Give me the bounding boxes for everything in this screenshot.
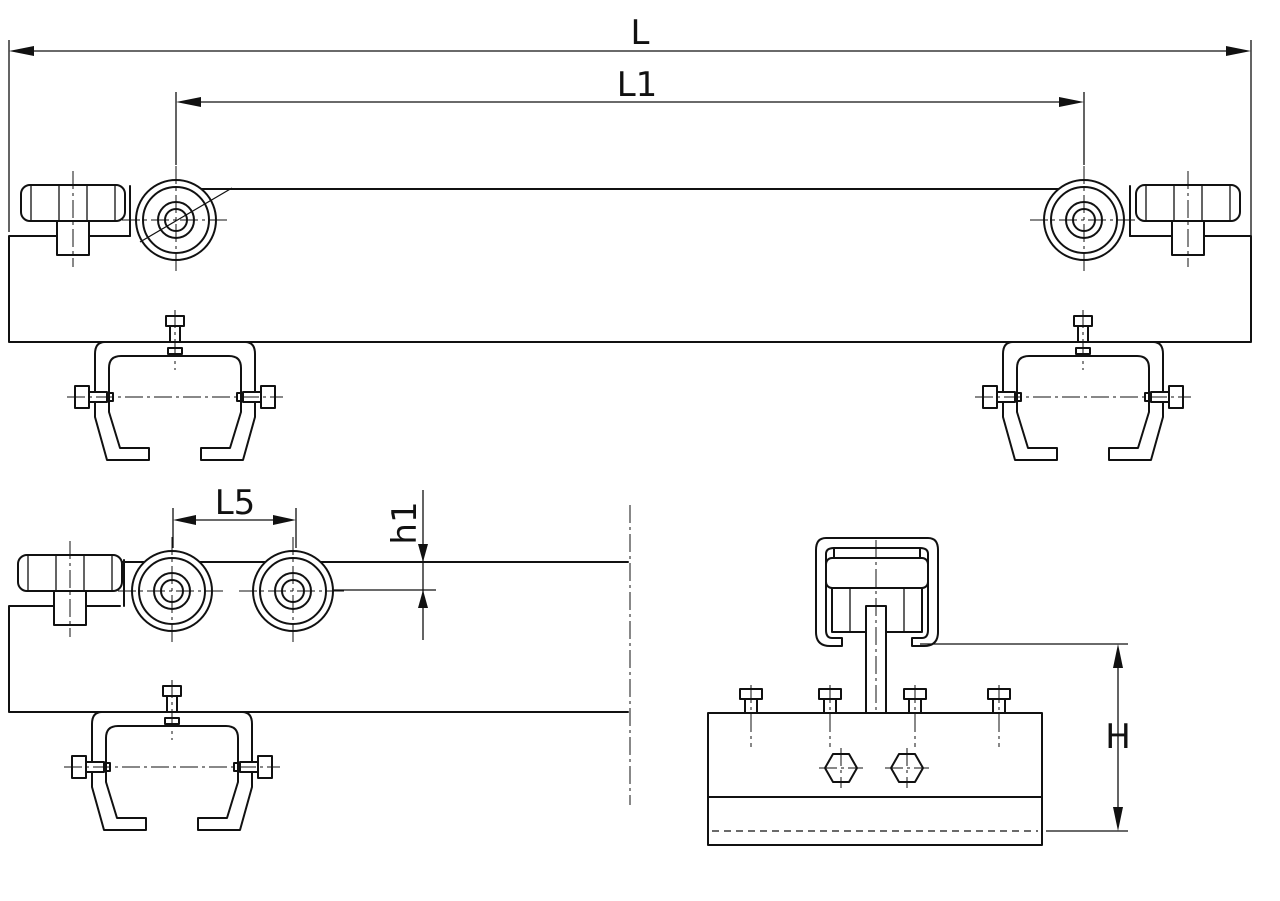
dimension-label-H: H [1105,717,1131,757]
dimension-label-L5: L5 [215,483,256,523]
guide-roller-right [1135,170,1241,268]
guide-roller-left [20,170,126,268]
front-view: H [707,537,1131,846]
dimension-label-L1: L1 [617,65,658,105]
detail-view: L5 h1 [8,483,631,831]
top-view: L L1 [8,13,1252,461]
clamp-bracket-left [66,309,284,461]
dimension-L: L [8,13,1252,236]
wheel-detail-1 [117,536,227,646]
carrier-beam [8,235,1252,343]
clamp-block [707,712,1043,846]
dimension-L5: L5 [172,483,297,548]
clamp-bracket-detail [63,679,281,831]
guide-roller-detail [17,540,123,638]
wheel-left [121,165,231,275]
dimension-H: H [920,643,1131,832]
dimension-label-L: L [631,13,650,53]
dimension-L1: L1 [175,65,1085,165]
clamp-bracket-right [974,309,1192,461]
wheel-right [1029,165,1139,275]
dimension-h1: h1 [330,490,436,640]
wheel-detail-2 [238,536,348,646]
dimension-label-h1: h1 [385,501,425,544]
